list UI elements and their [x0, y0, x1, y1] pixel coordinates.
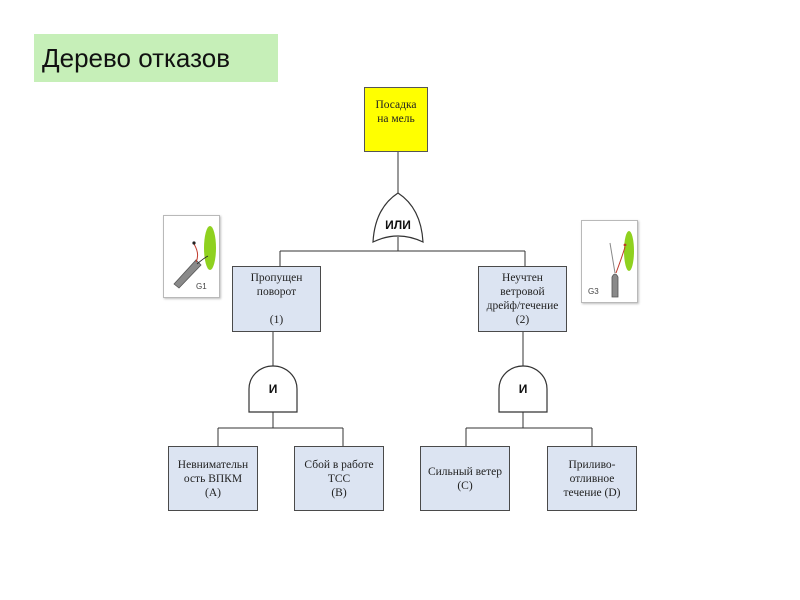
thumbnail-g3-label: G3 [588, 287, 599, 296]
and-gate-left-shape [248, 365, 298, 413]
top-event-grounding: Посадка на мель [364, 87, 428, 152]
and-gate-right-label: И [518, 382, 528, 396]
or-gate-label: ИЛИ [385, 218, 411, 232]
top-event-line-1: Посадка [375, 99, 417, 111]
event-wind-drift: Неучтен ветровой дрейф/течение (2) [478, 266, 567, 332]
event-strong-wind-line-1: Сильный ветер [427, 465, 503, 478]
scenario-thumbnail-g1: G1 [163, 215, 220, 298]
event-tss-failure: Сбой в работе ТСС (B) [294, 446, 384, 511]
event-tss-failure-line-3: (B) [331, 486, 347, 499]
event-wind-drift-line-1: Неучтен [502, 272, 543, 284]
event-missed-turn-line-1: Пропущен [250, 272, 303, 284]
and-gate-left-label: И [268, 382, 278, 396]
event-tidal-current-line-1: Приливо- [568, 458, 616, 471]
event-inattention-line-3: (A) [205, 486, 221, 499]
event-wind-drift-line-4: (2) [515, 314, 530, 326]
thumbnail-g1-label: G1 [196, 282, 207, 291]
event-tss-failure-line-2: ТСС [327, 472, 351, 485]
event-tidal-current: Приливо- отливное течение (D) [547, 446, 637, 511]
top-event-line-2: на мель [377, 113, 415, 125]
and-gate-right-shape [498, 365, 548, 413]
event-tidal-current-line-2: отливное [569, 472, 615, 485]
event-strong-wind-line-2: (C) [457, 479, 473, 492]
ship-track-g1-illustration [173, 226, 216, 289]
event-missed-turn-line-2: поворот [256, 286, 297, 298]
ship-track-g3-illustration [609, 231, 634, 298]
scenario-thumbnail-g3: G3 [581, 220, 638, 303]
event-inattention-line-1: Невнимательн [177, 458, 249, 471]
event-missed-turn: Пропущен поворот (1) [232, 266, 321, 332]
slide-title: Дерево отказов [34, 34, 278, 82]
event-inattention: Невнимательн ость ВПКМ (A) [168, 446, 258, 511]
event-strong-wind: Сильный ветер (C) [420, 446, 510, 511]
event-wind-drift-line-3: дрейф/течение [486, 300, 559, 312]
or-gate-shape [372, 192, 424, 243]
event-tidal-current-line-3: течение (D) [563, 486, 621, 499]
event-missed-turn-line-4: (1) [269, 314, 284, 326]
event-tss-failure-line-1: Сбой в работе [304, 458, 374, 471]
event-wind-drift-line-2: ветровой [500, 286, 545, 298]
event-inattention-line-2: ость ВПКМ [183, 472, 243, 485]
